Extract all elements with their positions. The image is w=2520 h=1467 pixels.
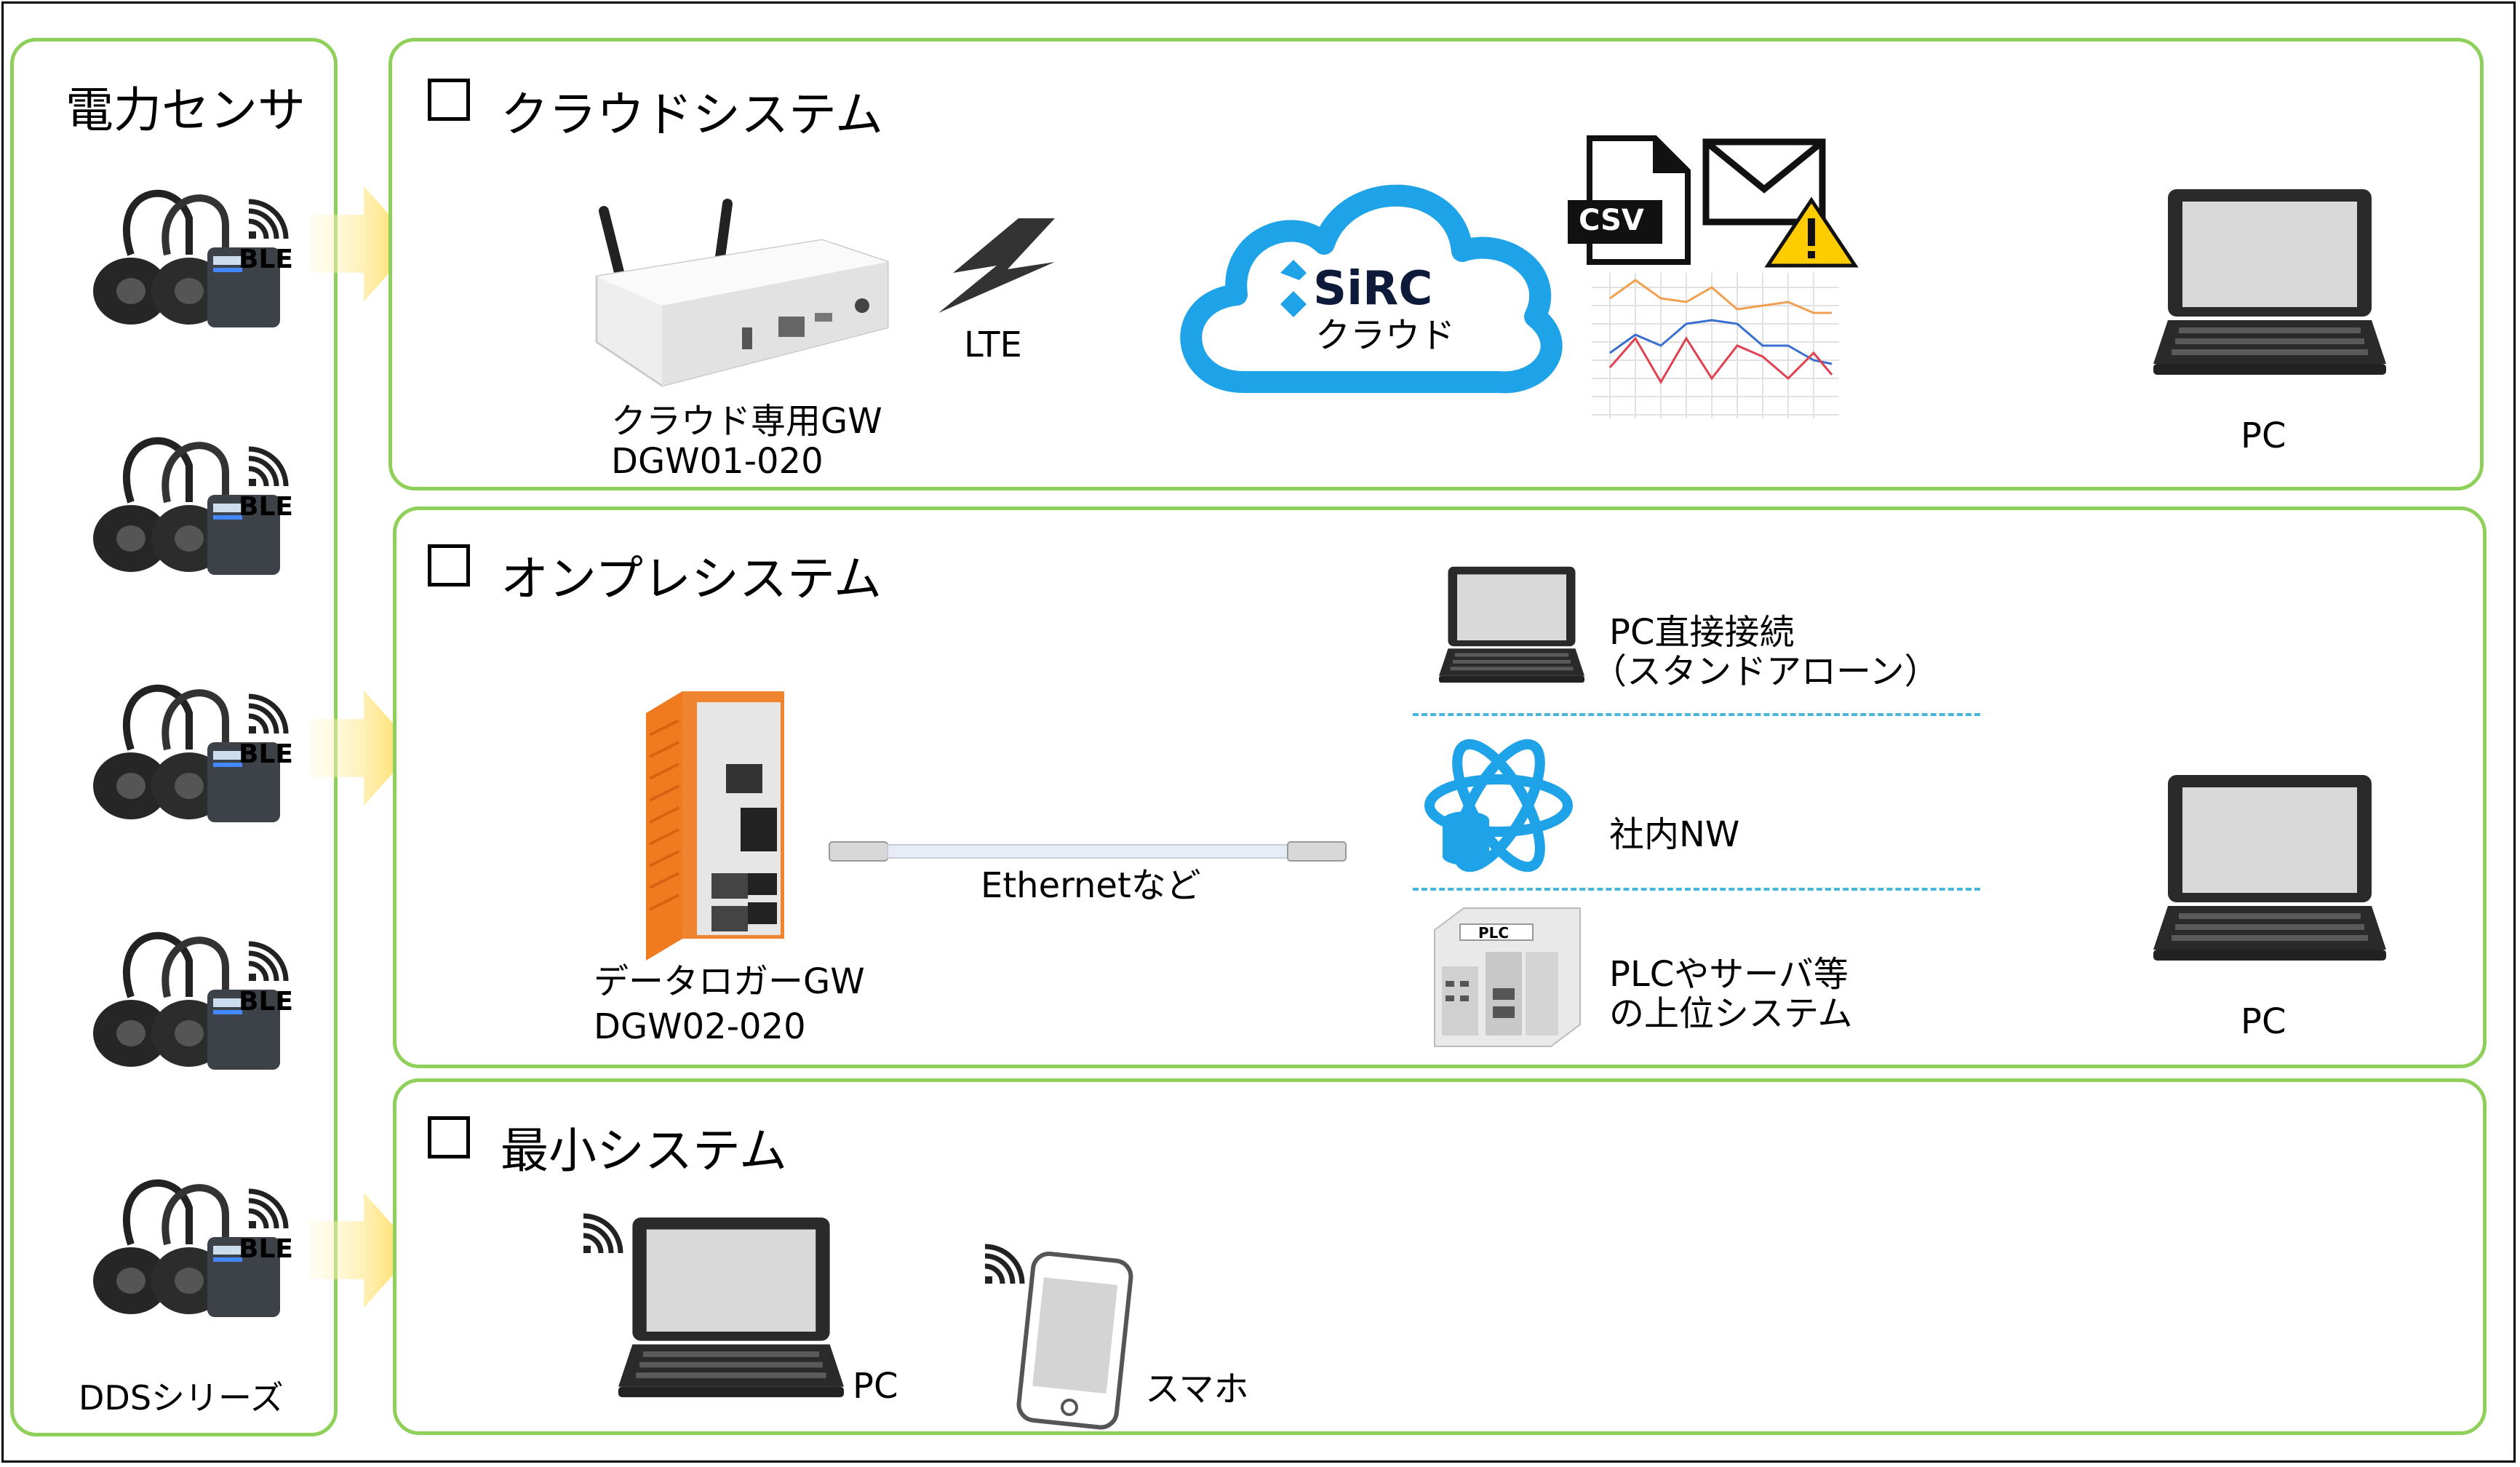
power-sensor-icon: BLE — [80, 669, 298, 830]
laptop-icon — [618, 1217, 844, 1398]
wifi-signal-icon — [248, 199, 289, 239]
power-sensor-icon: BLE — [80, 422, 298, 582]
cloud-system-title: クラウドシステム — [501, 87, 884, 143]
smartphone-icon — [1016, 1252, 1133, 1430]
cloud-brand: SiRC — [1313, 262, 1433, 316]
company-network-label: 社内NW — [1609, 814, 1740, 855]
plc-icon — [1434, 907, 1581, 1047]
ble-label: BLE — [239, 1234, 293, 1264]
direct-connect-label-1: PC直接接続 — [1609, 612, 1795, 653]
target-separator — [1413, 713, 1980, 716]
power-sensor-icon: BLE — [80, 175, 298, 335]
ethernet-label: Ethernetなど — [981, 865, 1201, 906]
ble-label: BLE — [239, 492, 293, 522]
ble-label: BLE — [239, 739, 293, 769]
onpremise-system-checkbox[interactable] — [428, 544, 470, 587]
minimal-system-checkbox[interactable] — [428, 1116, 470, 1158]
mail-alert-icon — [1702, 138, 1859, 268]
power-sensor-icon: BLE — [80, 917, 298, 1077]
laptop-icon — [1439, 566, 1584, 683]
plc-label-2: の上位システム — [1609, 993, 1853, 1034]
plc-label-1: PLCやサーバ等 — [1609, 954, 1849, 995]
onpremise-pc-label: PC — [2241, 1001, 2286, 1042]
minimal-phone-label: スマホ — [1145, 1369, 1249, 1410]
trend-chart-icon — [1592, 273, 1839, 418]
cloud-pc-label: PC — [2241, 416, 2286, 456]
wifi-signal-icon — [248, 446, 289, 487]
data-logger-icon — [646, 691, 784, 961]
flow-arrow-minimal — [309, 1192, 415, 1308]
wifi-signal-icon — [248, 1188, 289, 1229]
laptop-icon — [2153, 189, 2386, 375]
wifi-signal-icon — [984, 1244, 1025, 1284]
minimal-pc-label: PC — [853, 1366, 898, 1407]
wifi-signal-icon — [248, 941, 289, 982]
lightning-icon — [938, 218, 1055, 313]
power-sensor-icon: BLE — [80, 1164, 298, 1324]
minimal-system-title: 最小システム — [501, 1123, 788, 1179]
ethernet-cable-icon — [829, 841, 1347, 862]
cloud-icon — [1180, 184, 1563, 394]
cloud-gateway-icon — [595, 199, 889, 387]
cloud-system-checkbox[interactable] — [428, 79, 470, 121]
network-atom-icon — [1424, 739, 1573, 872]
wifi-signal-icon — [583, 1213, 623, 1254]
flow-arrow-onpremise — [309, 690, 415, 806]
wifi-signal-icon — [248, 693, 289, 734]
sensor-series-label: DDSシリーズ — [79, 1378, 284, 1418]
target-separator — [1413, 888, 1980, 891]
plc-badge-label: PLC — [1478, 924, 1510, 942]
csv-label: CSV — [1579, 204, 1644, 237]
cloud-label: クラウド — [1315, 315, 1456, 356]
direct-connect-label-2: （スタンドアローン） — [1592, 651, 1939, 692]
ble-label: BLE — [239, 244, 293, 274]
csv-file-icon — [1568, 135, 1691, 265]
lte-label: LTE — [964, 325, 1022, 365]
laptop-icon — [2153, 775, 2386, 961]
onpremise-system-title: オンプレシステム — [501, 551, 882, 607]
cloud-gateway-name: クラウド専用GW — [611, 401, 882, 442]
cloud-gateway-model: DGW01-020 — [611, 441, 824, 482]
logger-name: データロガーGW — [594, 961, 865, 1002]
sensor-title: 電力センサ — [65, 82, 306, 138]
logger-model: DGW02-020 — [594, 1006, 806, 1047]
ble-label: BLE — [239, 987, 293, 1017]
